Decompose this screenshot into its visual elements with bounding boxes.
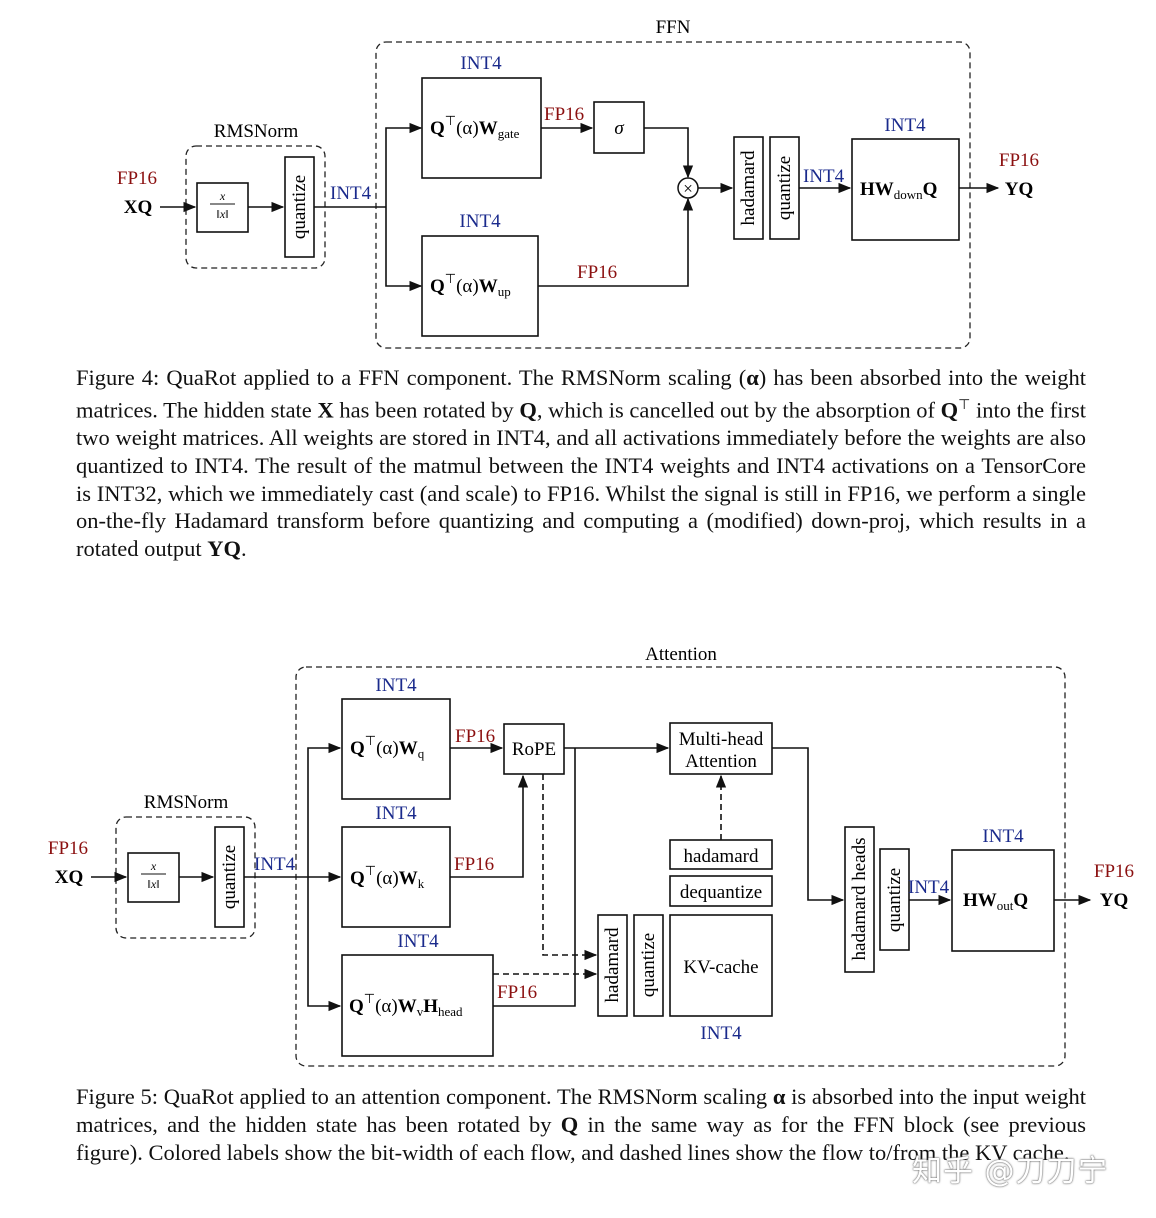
rope-box (503, 723, 565, 775)
w-out-dtype: INT4 (982, 826, 1024, 847)
q-out-dtype: FP16 (455, 726, 495, 747)
norm-numerator-5: x (150, 859, 157, 873)
rmsnorm-group-label-5: RMSNorm (144, 792, 229, 813)
w-gate-dtype: INT4 (460, 53, 502, 74)
kvcache-dtype: INT4 (700, 1023, 742, 1044)
output-dtype-label: FP16 (999, 150, 1039, 171)
edge-up-mult (538, 197, 694, 287)
sigma-label: σ (614, 118, 624, 139)
edge-k-rope (450, 774, 529, 878)
w-q-dtype: INT4 (375, 675, 417, 696)
int4-before-out: INT4 (908, 877, 950, 898)
int4-after-quantize-5: INT4 (254, 854, 296, 875)
norm-box-5 (127, 852, 180, 903)
rmsnorm-group-label: RMSNorm (214, 121, 299, 142)
input-dtype-label-5: FP16 (48, 838, 88, 859)
sigma-box (593, 101, 645, 154)
output-yq: YQ (1005, 179, 1034, 200)
w-out-box (951, 849, 1055, 952)
w-up-formula: Q⊤(α)Wup (430, 271, 511, 299)
quantize-box-5b (879, 848, 910, 951)
input-dtype-label: FP16 (117, 168, 157, 189)
edge-v-mha (493, 748, 576, 1007)
norm-denominator: ‖x‖ (216, 207, 228, 221)
edge-split-gate (385, 122, 423, 207)
v-out-dtype: FP16 (497, 982, 537, 1003)
norm-numerator: x (219, 189, 226, 203)
hadamard-heads-box (844, 826, 875, 973)
edge-rope-kvcache (542, 774, 598, 961)
figure-4-caption-lead: Figure 4: (76, 365, 160, 390)
quantize-label-1: quantize (289, 175, 310, 239)
edge-split-up (385, 207, 423, 292)
mha-box (669, 722, 773, 775)
watermark: 知乎 @刀刀宁 (912, 1154, 1109, 1189)
hadamard-label-5: hadamard (684, 846, 759, 867)
w-q-box (341, 698, 451, 800)
edge-sigma-mult (644, 127, 694, 179)
input-xq: XQ (124, 197, 153, 218)
output-dtype-label-5: FP16 (1094, 861, 1134, 882)
mha-label-2: Attention (685, 751, 757, 772)
edge-mha-hadamard-heads (772, 747, 845, 906)
up-out-dtype: FP16 (577, 262, 617, 283)
ffn-group-label: FFN (656, 17, 691, 38)
output-yq-5: YQ (1100, 890, 1129, 911)
kv-hadamard-label: hadamard (602, 927, 623, 1002)
w-k-box (341, 826, 451, 928)
w-k-dtype: INT4 (375, 803, 417, 824)
gate-out-dtype: FP16 (544, 104, 584, 125)
figure-4-caption: Figure 4: QuaRot applied to a FFN compon… (76, 365, 1086, 562)
input-xq-5: XQ (55, 867, 84, 888)
w-down-dtype: INT4 (884, 115, 926, 136)
w-q-formula: Q⊤(α)Wq (350, 733, 425, 761)
kv-quantize-label: quantize (638, 933, 659, 997)
quantize-box-1 (284, 156, 315, 258)
w-down-box (851, 138, 960, 241)
multiply-symbol: × (683, 179, 693, 198)
figure-5-diagram: Attention RMSNorm FP16 XQ x ‖x‖ quantize… (48, 644, 1134, 1067)
k-out-dtype: FP16 (454, 854, 494, 875)
quantize-label-2: quantize (774, 156, 795, 220)
quantize-label-5b: quantize (884, 868, 905, 932)
figure-4-diagram: FFN RMSNorm FP16 XQ x ‖x‖ quantize INT4 … (117, 17, 1039, 349)
edge-split-q (307, 742, 342, 877)
hadamard-heads-label: hadamard heads (849, 838, 870, 961)
w-v-box (341, 954, 494, 1057)
w-k-formula: Q⊤(α)Wk (350, 863, 425, 891)
w-down-formula: HWdownQ (860, 179, 937, 202)
kv-hadamard-box (597, 914, 628, 1017)
hadamard-box (733, 136, 764, 240)
quantize-box-2 (769, 136, 800, 240)
w-v-formula: Q⊤(α)WvHhead (349, 991, 463, 1019)
w-up-dtype: INT4 (459, 211, 501, 232)
kvcache-box (669, 914, 773, 1017)
mha-label-1: Multi-head (679, 729, 764, 750)
kvcache-label: KV-cache (683, 957, 758, 978)
rope-label: RoPE (512, 739, 556, 760)
figure-5-caption: Figure 5: QuaRot applied to an attention… (76, 1084, 1087, 1165)
int4-before-down: INT4 (803, 166, 845, 187)
hadamard-label: hadamard (738, 150, 759, 225)
edge-split-v (307, 877, 342, 1012)
attention-group (295, 666, 1066, 1067)
int4-after-quantize: INT4 (330, 183, 372, 204)
w-out-formula: HWoutQ (963, 890, 1028, 913)
figure-5-caption-lead: Figure 5: (76, 1084, 158, 1109)
dequantize-label: dequantize (680, 882, 762, 903)
quantize-box-5a (214, 826, 245, 928)
norm-denominator-5: ‖x‖ (147, 877, 159, 891)
quantize-label-5a: quantize (219, 845, 240, 909)
w-v-dtype: INT4 (397, 931, 439, 952)
dequantize-box (669, 875, 773, 907)
attention-group-label: Attention (645, 644, 717, 665)
norm-box (196, 182, 249, 233)
kv-quantize-box (633, 914, 664, 1017)
hadamard-box-5 (669, 839, 773, 870)
ffn-group (375, 41, 971, 349)
w-gate-formula: Q⊤(α)Wgate (430, 113, 520, 141)
